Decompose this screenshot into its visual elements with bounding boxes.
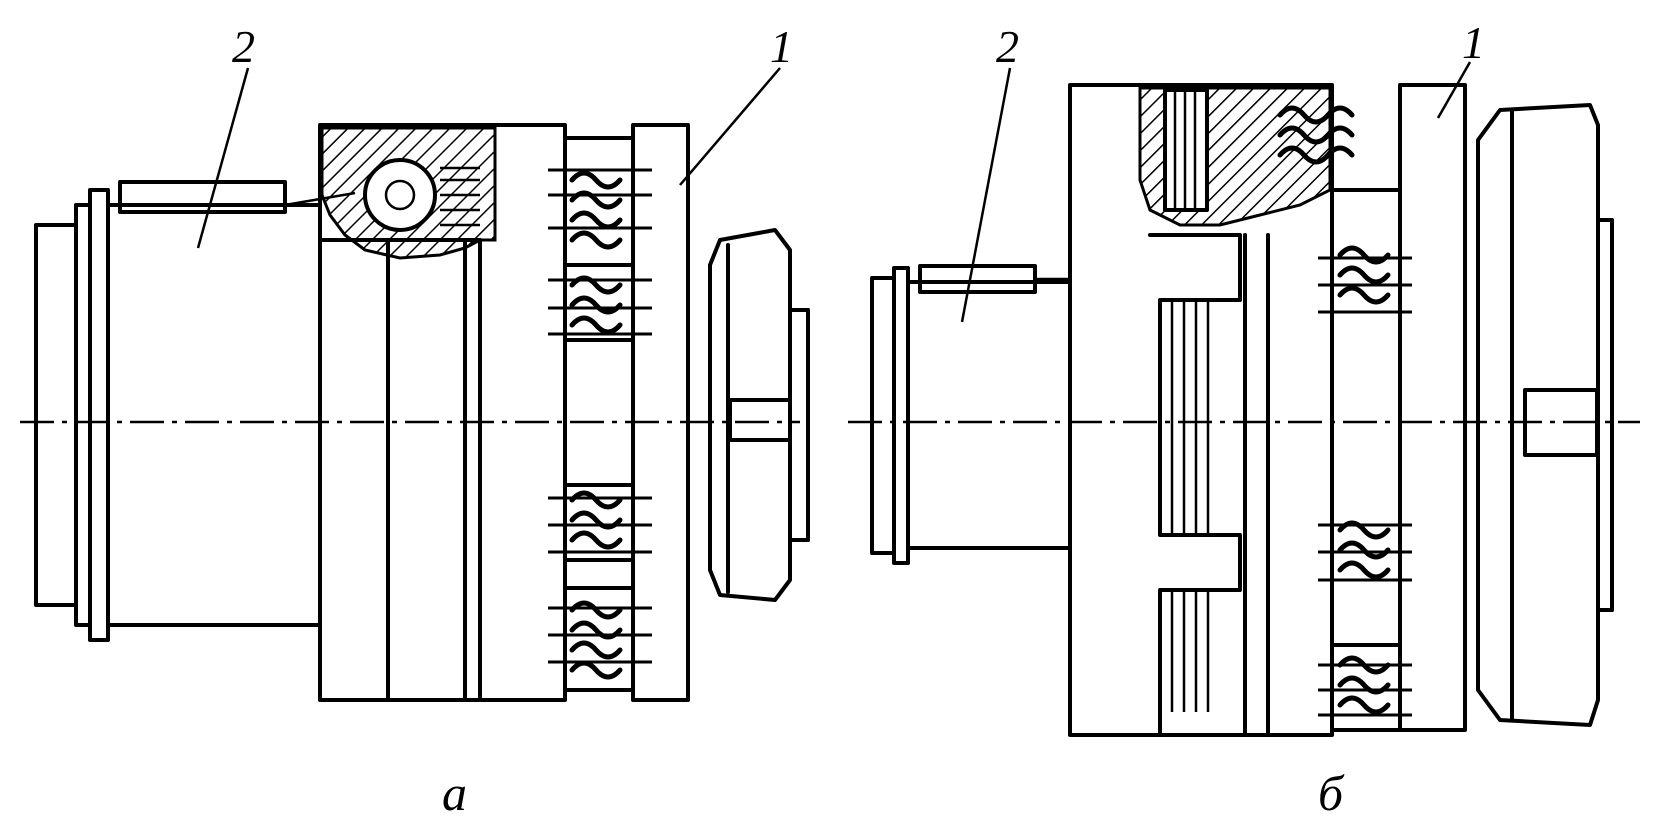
clutch-body-a — [318, 123, 567, 702]
leader-line-1-b — [1436, 61, 1472, 119]
springs-a — [548, 136, 652, 692]
label-part-1-a: 1 — [770, 21, 793, 72]
flange-part-1-b — [1398, 83, 1467, 732]
label-part-1-b: 1 — [1462, 17, 1485, 68]
caption-a: а — [442, 765, 467, 821]
clutch-body-b — [1068, 83, 1402, 737]
pulley-a — [708, 228, 810, 602]
hub-part-2-a — [34, 180, 356, 642]
drawing-b: 2 1 б — [848, 17, 1640, 821]
label-part-2-a: 2 — [232, 21, 255, 72]
leader-line-2-b — [960, 67, 1012, 323]
label-part-2-b: 2 — [996, 21, 1019, 72]
leader-line-2-a — [196, 67, 250, 249]
caption-b: б — [1318, 765, 1345, 821]
leader-line-1-a — [679, 67, 781, 186]
pulley-b — [1476, 103, 1614, 727]
flange-part-1-a — [631, 123, 690, 702]
hub-part-2-b — [870, 264, 1072, 565]
drawing-a: 2 1 а — [20, 21, 810, 821]
